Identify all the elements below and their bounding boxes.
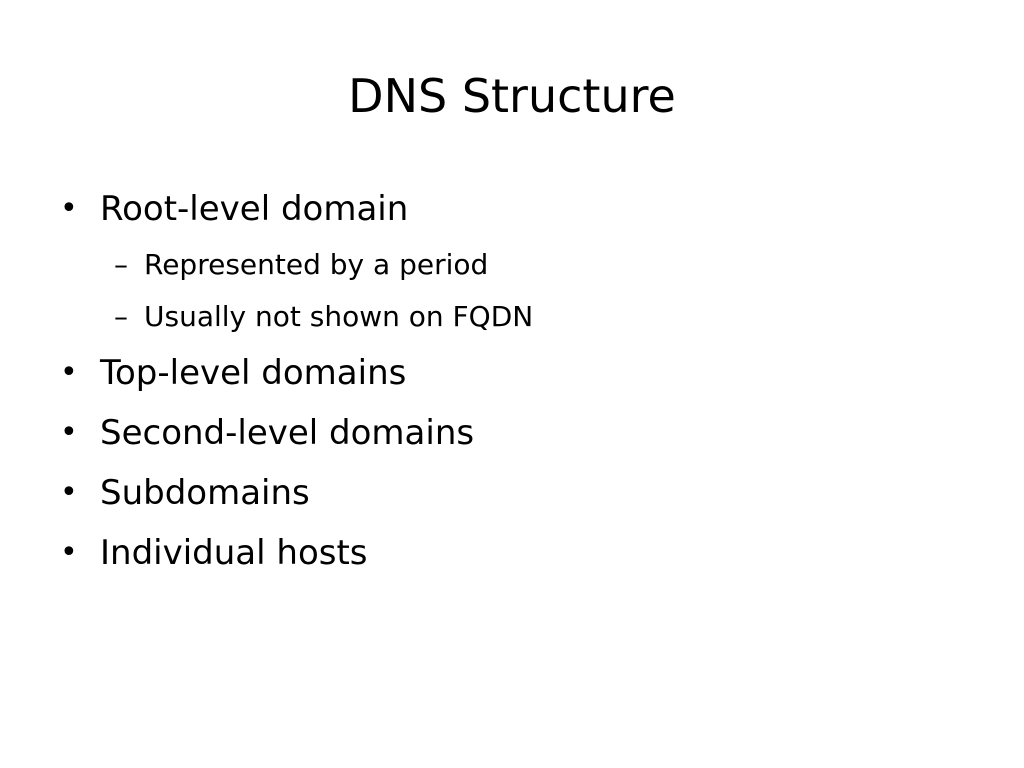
bullet-second-level-domains: • Second-level domains <box>58 404 978 464</box>
bullet-mark: • <box>60 415 78 450</box>
bullet-root-level-domain: • Root-level domain <box>58 180 978 240</box>
bullet-text: Top-level domains <box>100 353 407 393</box>
bullet-top-level-domains: • Top-level domains <box>58 344 978 404</box>
sub-bullet-list: – Represented by a period – Usually not … <box>58 240 978 344</box>
bullet-text: Root-level domain <box>100 189 409 229</box>
subbullet-text: Represented by a period <box>144 248 489 281</box>
bullet-text: Individual hosts <box>100 533 368 573</box>
dash-mark: – <box>114 300 128 333</box>
subbullet-not-shown-on-fqdn: – Usually not shown on FQDN <box>58 292 978 344</box>
bullet-mark: • <box>60 355 78 390</box>
bullet-text: Second-level domains <box>100 413 475 453</box>
bullet-list: • Root-level domain – Represented by a p… <box>58 180 978 584</box>
bullet-mark: • <box>60 475 78 510</box>
bullet-individual-hosts: • Individual hosts <box>58 524 978 584</box>
slide-title: DNS Structure <box>348 69 676 123</box>
bullet-subdomains: • Subdomains <box>58 464 978 524</box>
subbullet-represented-by-period: – Represented by a period <box>58 240 978 292</box>
list-item: • Root-level domain – Represented by a p… <box>58 180 978 344</box>
bullet-mark: • <box>60 191 78 226</box>
bullet-text: Subdomains <box>100 473 310 513</box>
subbullet-text: Usually not shown on FQDN <box>144 300 534 333</box>
dash-mark: – <box>114 248 128 281</box>
bullet-mark: • <box>60 535 78 570</box>
